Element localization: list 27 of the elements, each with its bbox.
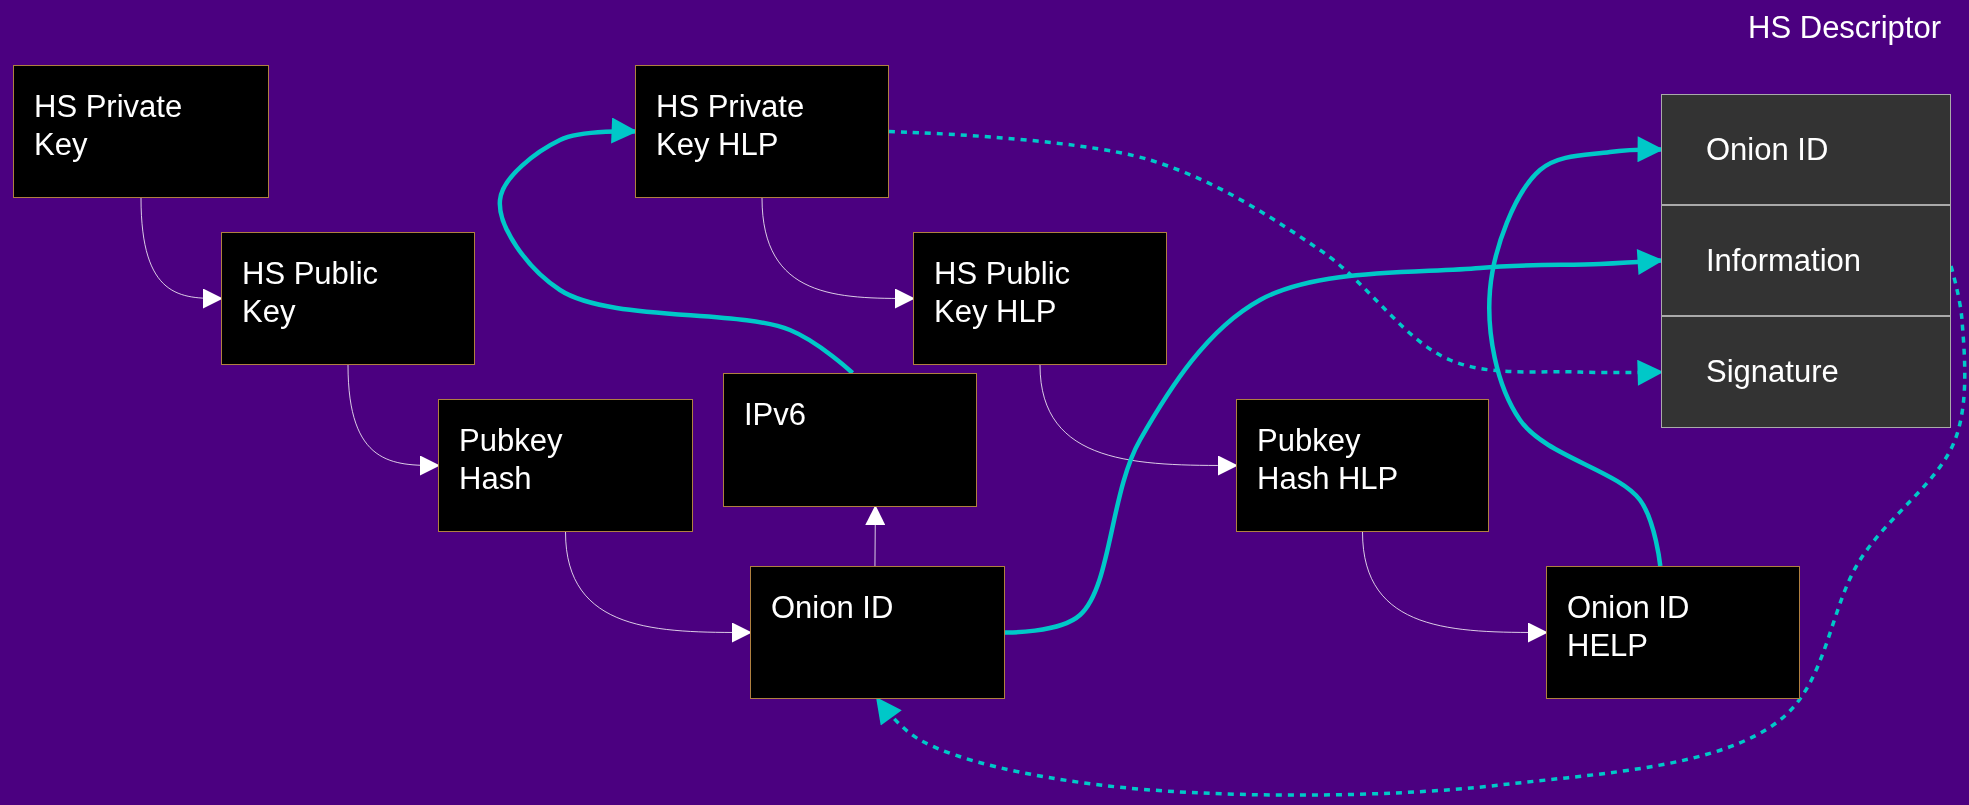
node-label: Onion ID xyxy=(771,589,895,627)
node-label: Onion ID HELP xyxy=(1567,589,1691,665)
node-label: Information xyxy=(1706,241,1862,280)
descriptor-field-box xyxy=(1661,316,1951,428)
process-box xyxy=(1546,566,1800,699)
node-label: HS Public Key xyxy=(242,255,380,331)
node-label: IPv6 xyxy=(744,396,808,434)
process-box xyxy=(221,232,475,365)
node-label: HS Public Key HLP xyxy=(934,255,1072,331)
dashed-arrow xyxy=(875,265,1967,797)
node-label: HS Private Key HLP xyxy=(656,88,806,164)
node-label: Pubkey Hash HLP xyxy=(1257,422,1400,498)
group-heading: HS Descriptor xyxy=(1748,10,1941,46)
arrow xyxy=(1487,136,1664,567)
node-label: Signature xyxy=(1706,353,1839,391)
process-box xyxy=(750,566,1005,699)
node-label: HS Private Key xyxy=(34,88,184,164)
process-box xyxy=(723,373,977,507)
descriptor-field-box xyxy=(1661,94,1951,205)
process-box xyxy=(438,399,693,532)
node-label: Onion ID xyxy=(1706,130,1829,169)
process-box xyxy=(913,232,1167,365)
process-box xyxy=(635,65,889,198)
process-box xyxy=(13,65,269,198)
descriptor-field-box xyxy=(1661,205,1951,316)
node-label: Pubkey Hash xyxy=(459,422,564,498)
process-box xyxy=(1236,399,1489,532)
